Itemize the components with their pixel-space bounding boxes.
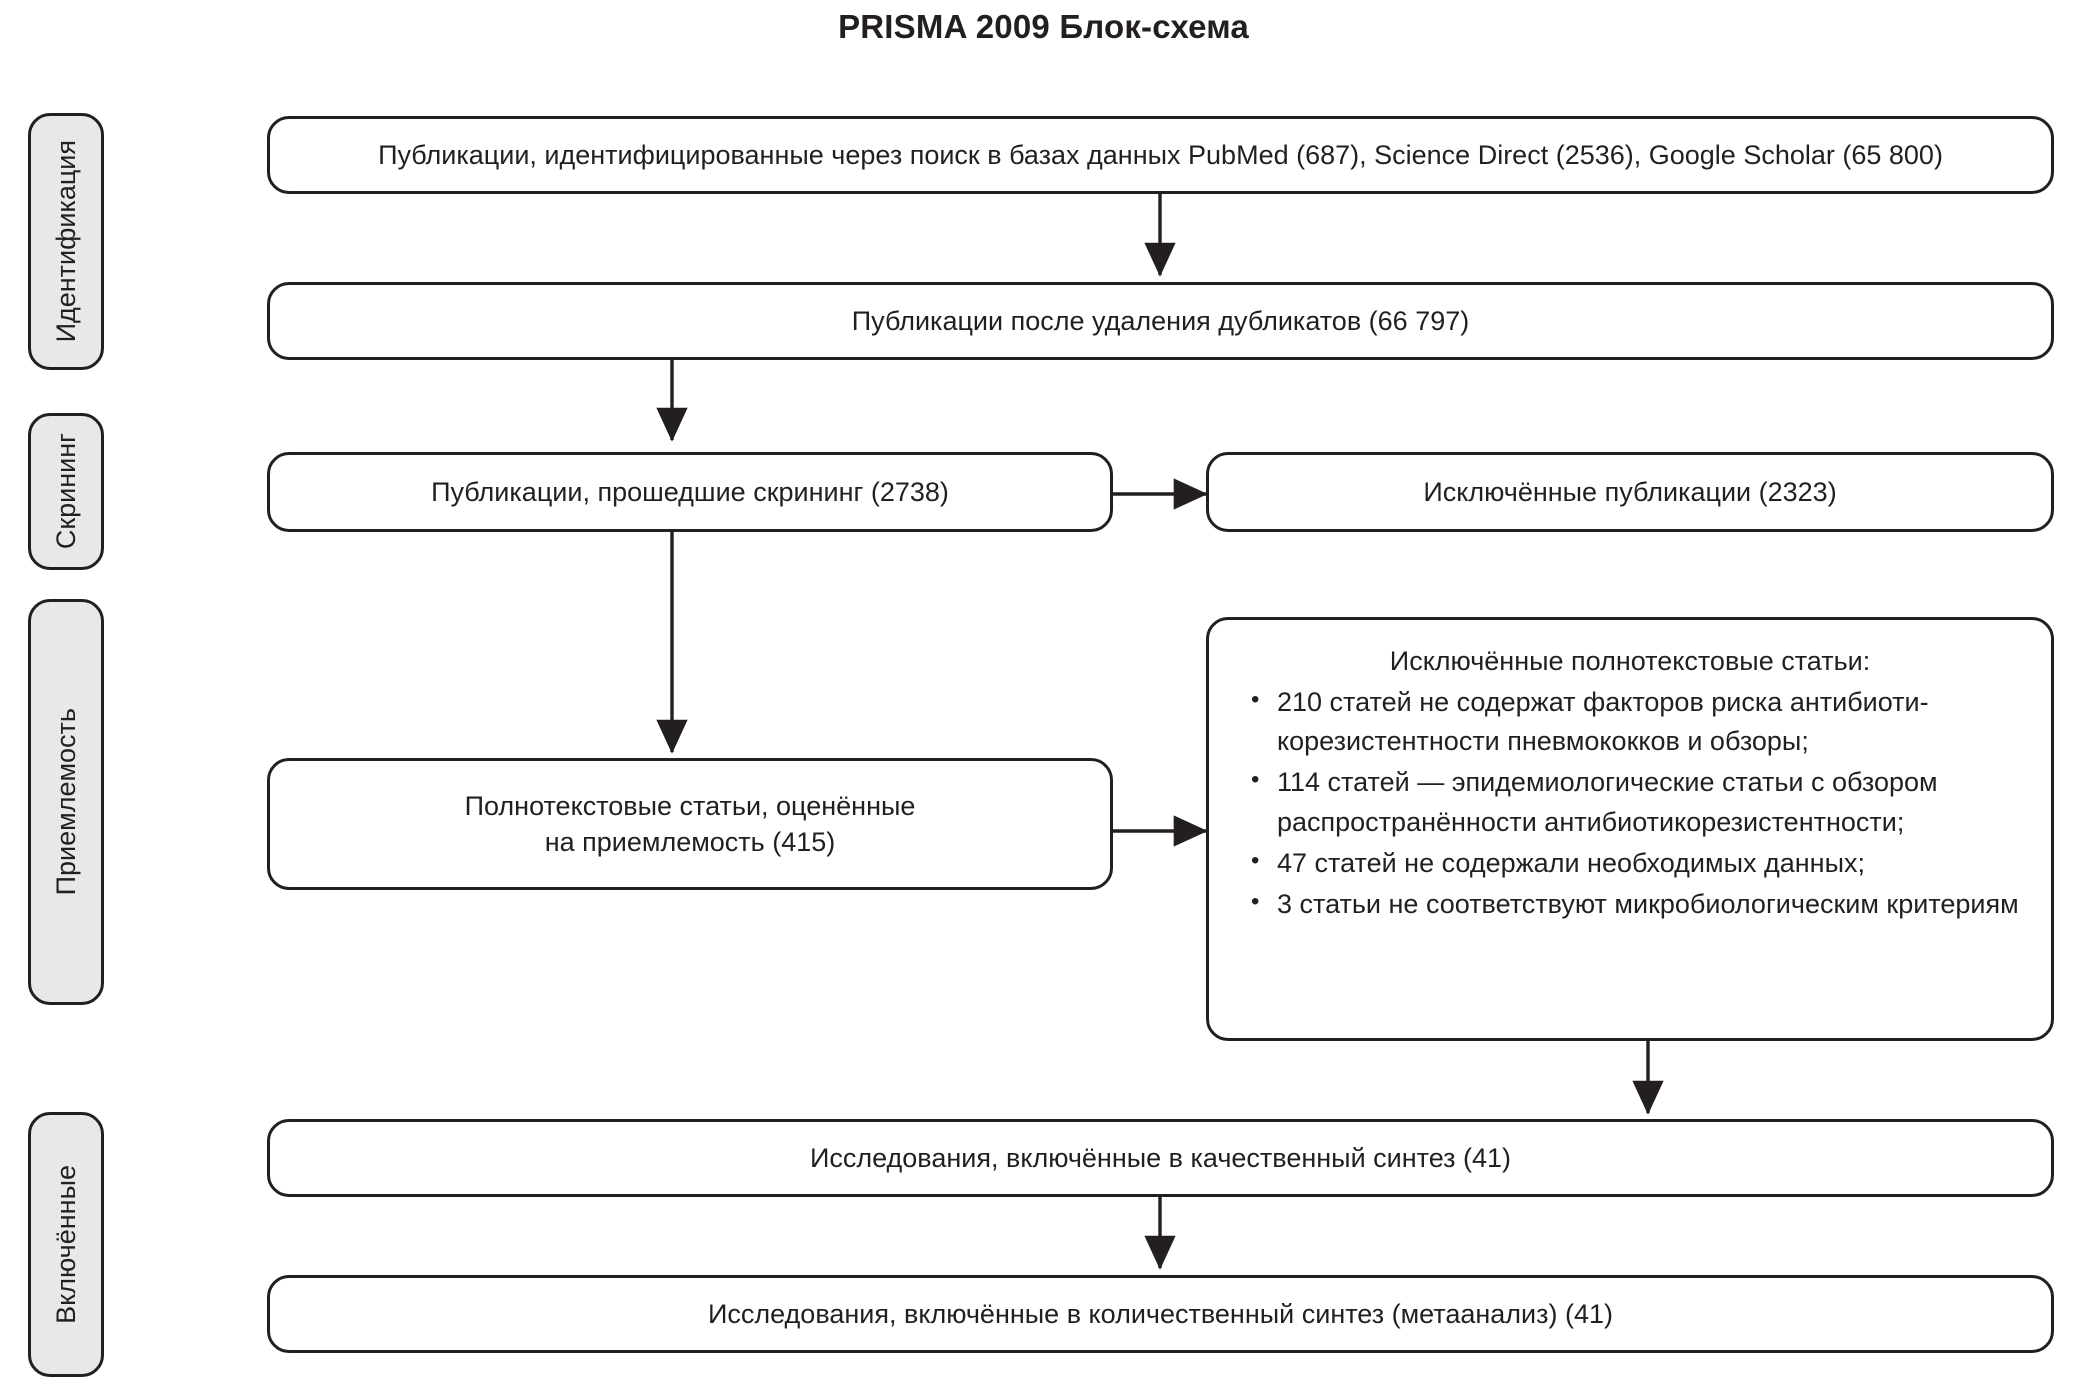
box-records-excluded: Исключённые публикации (2323) bbox=[1206, 452, 2054, 532]
box-records-screened-text: Публикации, прошедшие скрининг (2738) bbox=[431, 476, 949, 507]
box-fulltext-assessed-line2: на приемлемость (415) bbox=[544, 827, 836, 857]
box-records-after-duplicates-text: Публикации после удаления дубликатов (66… bbox=[851, 305, 1470, 336]
stage-included: Включённые bbox=[28, 1112, 104, 1377]
box-records-identified: Публикации, идентифицированные через пои… bbox=[267, 116, 2054, 194]
box-records-identified-text: Публикации, идентифицированные через пои… bbox=[378, 139, 1943, 170]
stage-screening-label: Скрининг bbox=[50, 433, 81, 550]
box-records-screened: Публикации, прошедшие скрининг (2738) bbox=[267, 452, 1113, 532]
box-fulltext-assessed-line1: Полнотекстовые статьи, оценённые bbox=[464, 790, 916, 821]
list-item: 210 статей не содержат факторов риска ан… bbox=[1251, 683, 2025, 761]
box-fulltext-excluded: Исключённые полнотекстовые статьи: 210 с… bbox=[1206, 617, 2054, 1041]
box-fulltext-assessed: Полнотекстовые статьи, оценённые на прие… bbox=[267, 758, 1113, 890]
box-records-excluded-text: Исключённые публикации (2323) bbox=[1423, 476, 1837, 507]
list-item: 114 статей — эпидемиологические статьи с… bbox=[1251, 763, 2025, 841]
stage-eligibility-label: Приемлемость bbox=[50, 708, 81, 896]
box-fulltext-excluded-list: 210 статей не содержат факторов риска ан… bbox=[1235, 683, 2025, 924]
stage-identification: Идентификация bbox=[28, 113, 104, 370]
list-item: 3 статьи не соответствуют микробиологиче… bbox=[1251, 885, 2025, 924]
stage-identification-label: Идентификация bbox=[50, 140, 81, 343]
stage-screening: Скрининг bbox=[28, 413, 104, 570]
box-qualitative-synthesis-text: Исследования, включённые в качественный … bbox=[809, 1142, 1512, 1173]
stage-eligibility: Приемлемость bbox=[28, 599, 104, 1005]
box-qualitative-synthesis: Исследования, включённые в качественный … bbox=[267, 1119, 2054, 1197]
stage-included-label: Включённые bbox=[50, 1165, 81, 1324]
box-quantitative-synthesis-text: Исследования, включённые в количественны… bbox=[707, 1298, 1614, 1329]
list-item: 47 статей не содержали необходимых данны… bbox=[1251, 844, 2025, 883]
box-fulltext-excluded-heading: Исключённые полнотекстовые статьи: bbox=[1389, 646, 1871, 676]
page-title: PRISMA 2009 Блок-схема bbox=[838, 8, 1249, 45]
box-records-after-duplicates: Публикации после удаления дубликатов (66… bbox=[267, 282, 2054, 360]
box-quantitative-synthesis: Исследования, включённые в количественны… bbox=[267, 1275, 2054, 1353]
